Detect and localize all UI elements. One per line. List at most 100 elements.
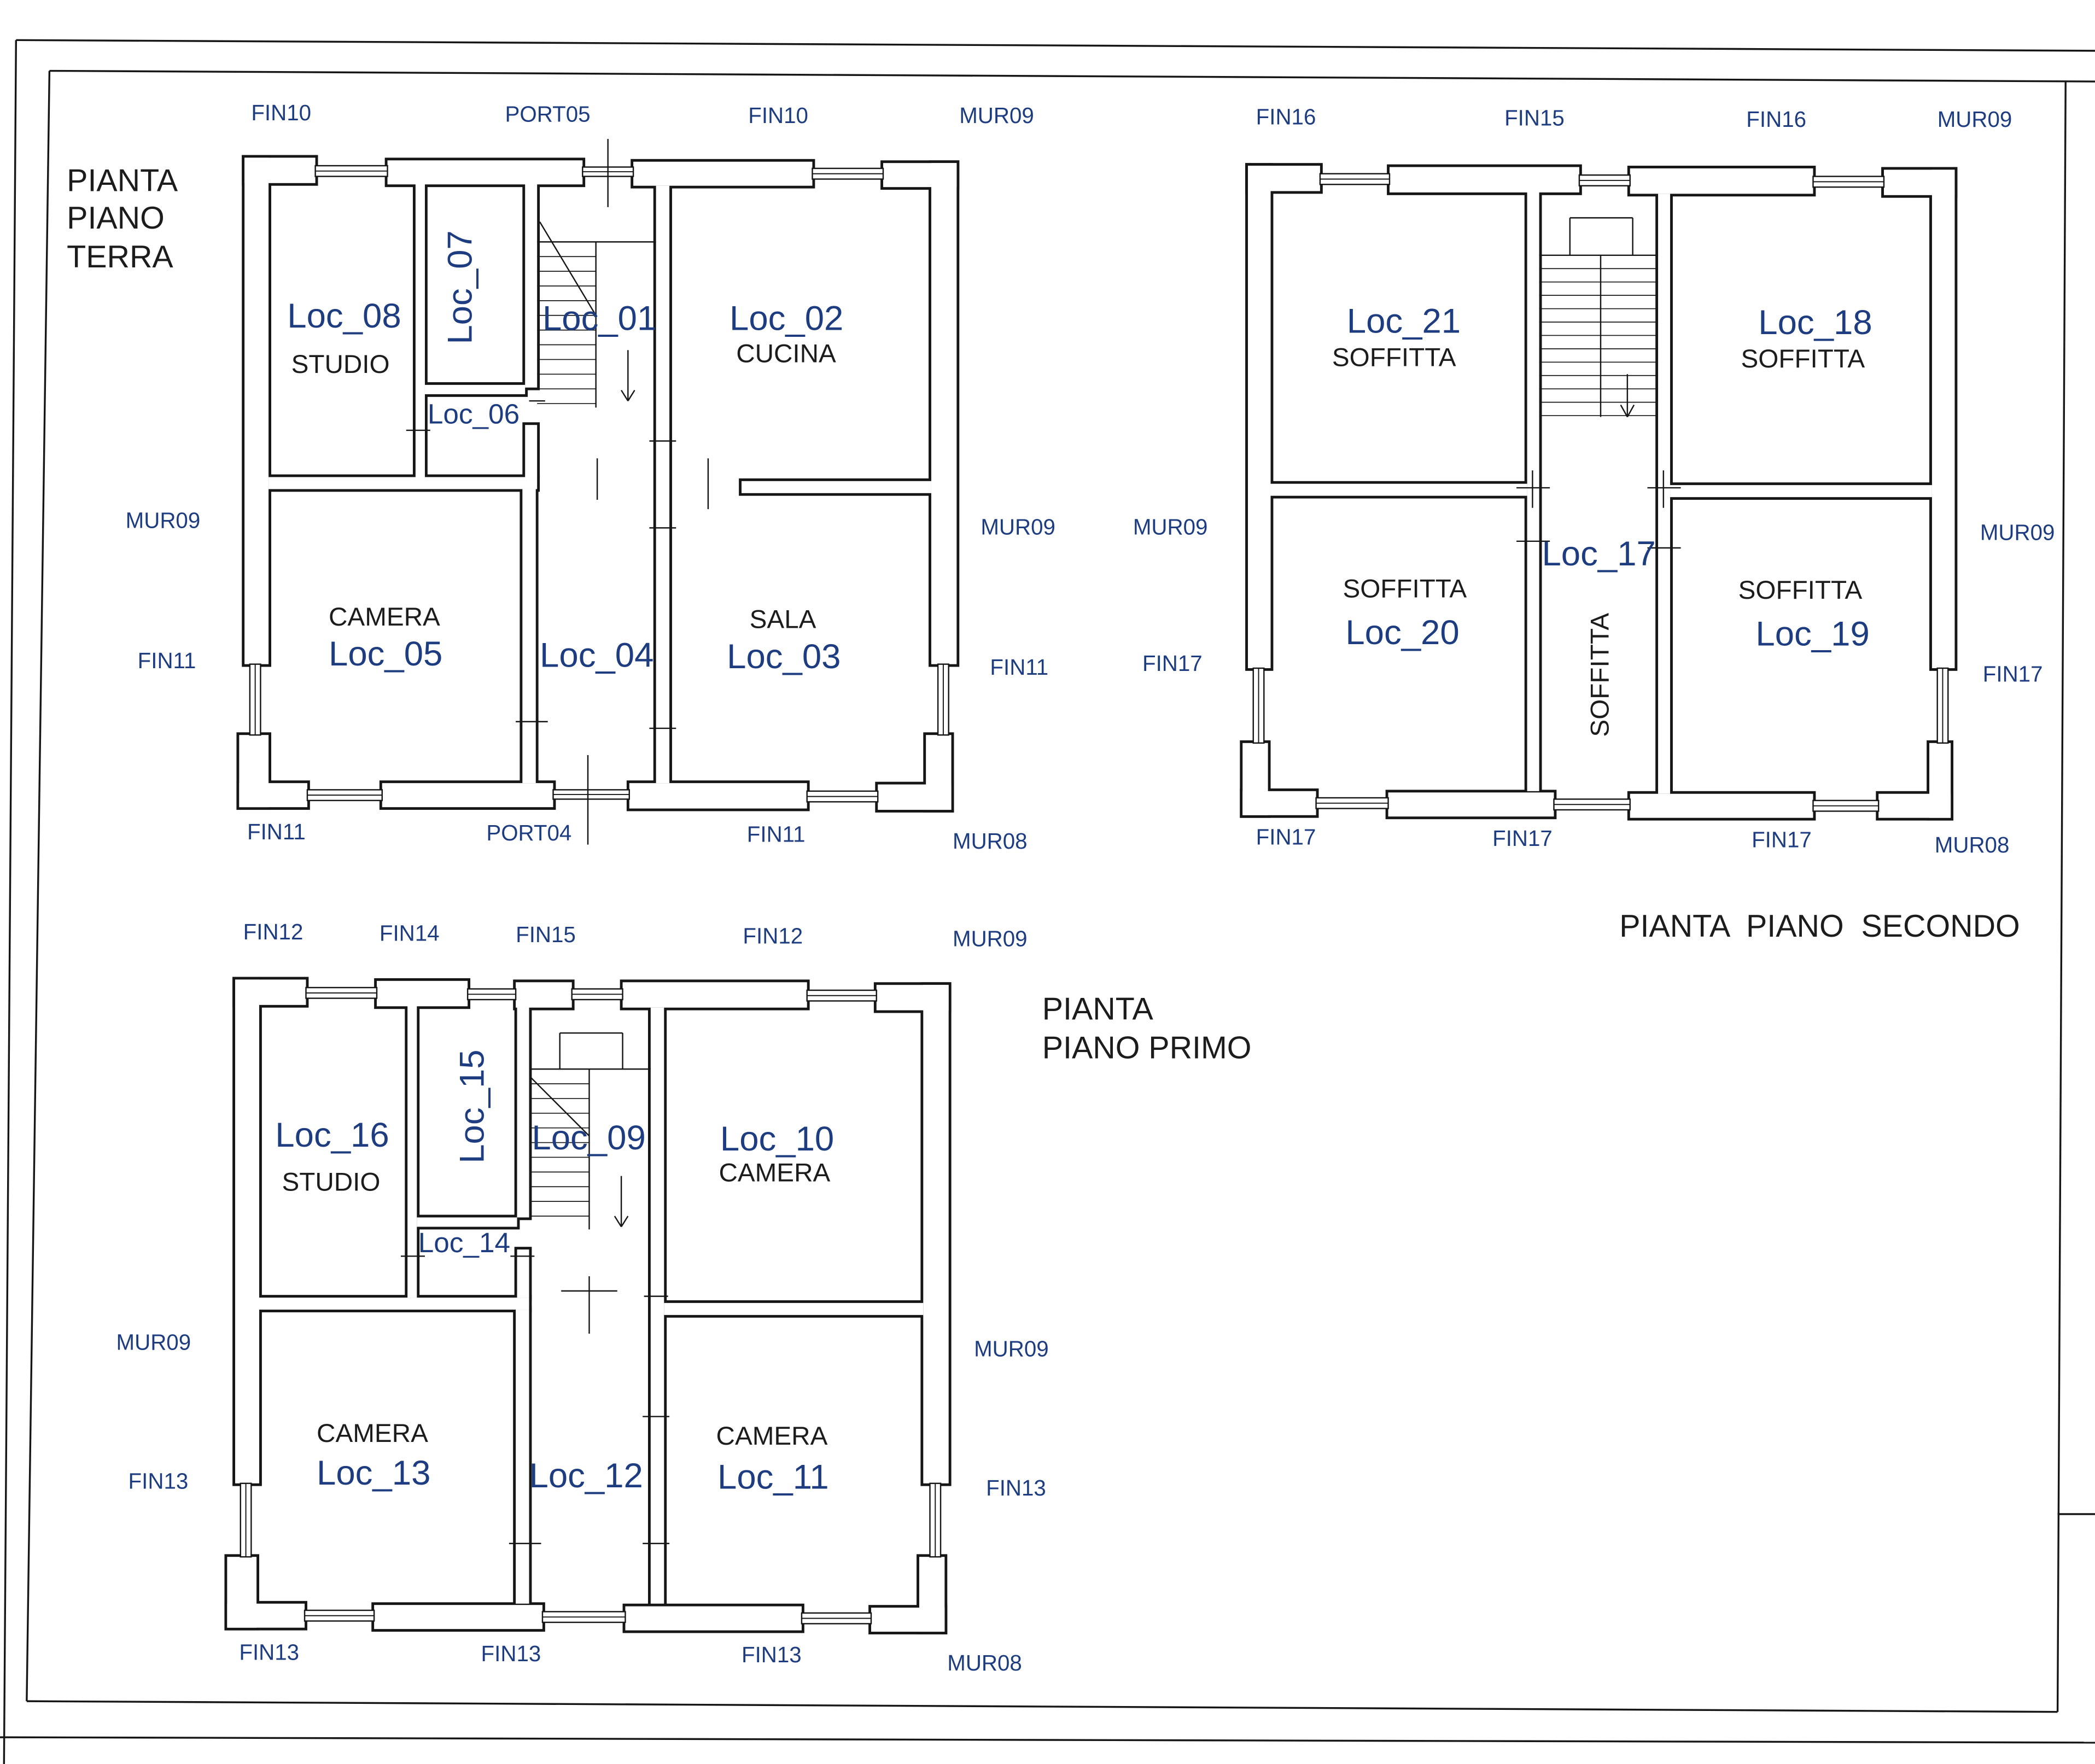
wall-segment	[517, 1004, 529, 1218]
room-id-loc18: Loc_18	[1758, 303, 1872, 342]
second-floor-title: PIANTA PIANO SECONDO	[1619, 909, 2020, 944]
ground-top-label-1: FIN10	[251, 101, 311, 125]
sheet-frame-line	[26, 71, 51, 1702]
wall-segment	[517, 1249, 529, 1298]
ground-bottom-label-2: PORT04	[486, 821, 571, 845]
wall-segment	[931, 163, 957, 664]
wall-segment	[382, 783, 553, 808]
room-id-loc13: Loc_13	[317, 1453, 430, 1492]
wall-segment	[239, 783, 307, 808]
room-id-loc07: Loc_07	[440, 230, 479, 344]
room-id-loc19: Loc_19	[1755, 614, 1869, 653]
ground-floor-title-line-1: PIANTA	[67, 163, 178, 198]
room-type-loc17: SOFFITTA	[1586, 613, 1615, 737]
wall-segment	[1931, 170, 1955, 668]
room-type-loc13: CAMERA	[317, 1419, 428, 1448]
wall-segment	[525, 425, 538, 477]
first-top-label-4: FIN12	[743, 924, 803, 948]
room-id-loc06: Loc_06	[428, 399, 520, 430]
wall-segment	[633, 161, 813, 186]
wall-segment	[625, 1606, 802, 1631]
room-type-loc11: CAMERA	[716, 1422, 828, 1451]
wall-segment	[741, 481, 931, 493]
room-id-loc04: Loc_04	[540, 636, 653, 675]
first-left-label-2: FIN13	[129, 1469, 189, 1494]
first-floor-plan: PIANTA PIANO PRIMO FIN12 FIN14 FIN15 FIN…	[116, 920, 1252, 1675]
wall-segment	[1270, 483, 1527, 496]
first-bottom-label-1: FIN13	[239, 1640, 299, 1664]
first-right-label-2: FIN13	[986, 1476, 1046, 1500]
ground-right-label-1: MUR09	[981, 515, 1055, 540]
sheet-frame	[0, 39, 2095, 1764]
ground-left-label-2: FIN11	[138, 649, 196, 673]
wall-segment	[417, 1217, 517, 1227]
plan-detail-line	[1620, 404, 1628, 418]
wall-segment	[629, 783, 807, 809]
wall-segment	[1630, 793, 1813, 818]
wall-segment	[407, 1004, 417, 1298]
room-id-loc14: Loc_14	[418, 1227, 510, 1258]
plan-detail-line	[539, 221, 597, 316]
room-type-loc03: SALA	[750, 605, 816, 634]
plan-details	[240, 139, 1949, 1625]
second-top-label-4: MUR09	[1938, 107, 2012, 132]
second-left-label-2: FIN17	[1142, 651, 1203, 676]
wall-segment	[374, 1605, 542, 1629]
plan-detail-line	[1626, 404, 1635, 418]
second-top-label-3: FIN16	[1746, 107, 1806, 132]
first-floor-title-line-2: PIANO PRIMO	[1042, 1031, 1252, 1066]
sheet-frame-line	[16, 39, 2095, 52]
wall-segment	[227, 1603, 305, 1628]
wall-segment	[1247, 166, 1271, 668]
wall-segment	[919, 1557, 945, 1632]
wall-segment	[656, 185, 670, 784]
first-floor-title-line-1: PIANTA	[1042, 992, 1154, 1027]
wall-segment	[235, 979, 259, 1483]
first-bottom-label-2: FIN13	[481, 1642, 541, 1666]
first-right-label-1: MUR09	[974, 1337, 1049, 1362]
sheet-frame-line	[49, 69, 2095, 83]
second-top-label-1: FIN16	[1256, 104, 1316, 129]
wall-segment	[525, 183, 538, 388]
ground-bottom-label-3: FIN11	[747, 822, 806, 847]
wall-segment	[664, 1302, 924, 1315]
second-bottom-label-2: FIN17	[1492, 826, 1553, 851]
sheet-frame-line	[0, 1736, 2095, 1744]
wall-segment	[622, 982, 807, 1008]
wall-segment	[244, 157, 269, 664]
ground-bottom-label-1: FIN11	[247, 820, 306, 844]
wall-segment	[415, 183, 425, 477]
sheet-frame-line	[2056, 81, 2067, 1712]
room-type-loc10: CAMERA	[719, 1158, 830, 1187]
wall-segment	[424, 384, 526, 394]
room-id-loc16: Loc_16	[275, 1115, 389, 1154]
wall-segment	[387, 160, 583, 185]
plan-detail-line	[621, 1216, 629, 1228]
first-left-label-1: MUR09	[116, 1330, 191, 1354]
second-bottom-label-3: FIN17	[1752, 827, 1812, 852]
room-id-loc01: Loc_01	[542, 299, 656, 338]
ground-left-label-1: MUR09	[126, 508, 201, 533]
room-id-loc17: Loc_17	[1542, 534, 1655, 573]
plan-detail-line	[627, 389, 635, 401]
room-type-loc05: CAMERA	[329, 603, 440, 632]
wall-segment	[269, 477, 538, 489]
first-top-label-5: MUR09	[953, 926, 1028, 951]
second-floor-plan: FIN16 FIN15 FIN16 MUR09 MUR09 FIN17 MUR0…	[1133, 104, 2055, 944]
wall-segment	[650, 1007, 664, 1604]
room-id-loc20: Loc_20	[1345, 613, 1459, 652]
first-top-label-1: FIN12	[243, 920, 304, 944]
second-bottom-label-1: FIN17	[1256, 825, 1316, 850]
second-left-label-1: MUR09	[1133, 515, 1208, 540]
room-type-loc19: SOFFITTA	[1738, 576, 1863, 605]
second-right-label-1: MUR09	[1980, 520, 2055, 545]
second-right-label-2: FIN17	[1983, 662, 2043, 686]
wall-segment	[1388, 792, 1554, 817]
room-id-loc05: Loc_05	[329, 634, 442, 673]
wall-segment	[1670, 485, 1932, 498]
ground-top-label-4: MUR09	[959, 103, 1034, 128]
sheet-frame-line	[3, 40, 17, 1764]
room-id-loc21: Loc_21	[1347, 302, 1461, 341]
